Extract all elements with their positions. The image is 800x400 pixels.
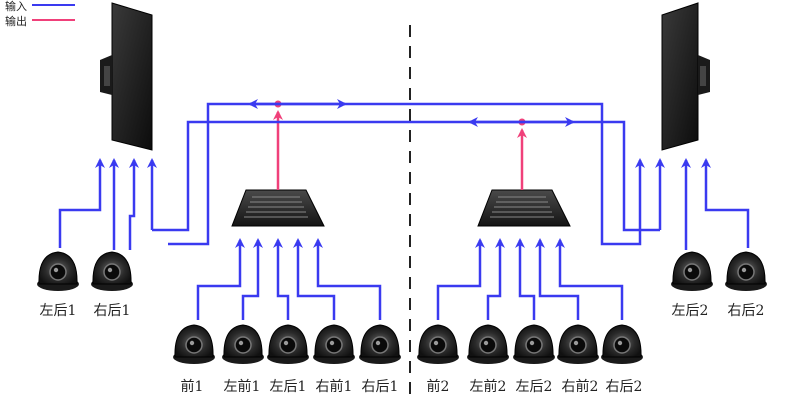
camera-label-left-rear-right-2: 右后1: [361, 379, 399, 395]
left-monitor-icon: [100, 2, 153, 151]
legend-output-label: 输出: [5, 15, 27, 28]
camera-label-left-rear-left-2: 左后1: [269, 379, 307, 395]
right-monitor-icon: [661, 2, 710, 151]
cameras: [37, 251, 767, 364]
camera-label-right-front-left: 左前2: [469, 379, 507, 395]
camera-label-left-rear-left: 左后1: [39, 303, 77, 319]
dome-camera-icon: [725, 251, 767, 291]
camera-label-left-rear-right: 右后1: [93, 303, 131, 319]
dome-camera-icon: [671, 251, 713, 291]
dome-camera-icon: [359, 324, 401, 364]
camera-label-right-front-right: 右前2: [561, 379, 599, 395]
dome-camera-icon: [557, 324, 599, 364]
right-recorder-icon: [477, 189, 571, 227]
output-lines: [273, 110, 527, 190]
dome-camera-icon: [37, 251, 79, 291]
dome-camera-icon: [222, 324, 264, 364]
legend: [32, 4, 75, 21]
left-recorder-icon: [231, 189, 325, 227]
dome-camera-icon: [173, 324, 215, 364]
camera-label-right-rear-right: 右后2: [727, 303, 765, 319]
legend-input-label: 输入: [5, 0, 27, 13]
camera-label-left-front-left: 左前1: [223, 379, 261, 395]
camera-label-left-front-right: 右前1: [315, 379, 353, 395]
dome-camera-icon: [313, 324, 355, 364]
dome-camera-icon: [267, 324, 309, 364]
dome-camera-icon: [467, 324, 509, 364]
dome-camera-icon: [513, 324, 555, 364]
camera-label-right-front: 前2: [426, 379, 450, 395]
dome-camera-icon: [601, 324, 643, 364]
camera-label-left-front: 前1: [180, 379, 204, 395]
camera-label-right-rear-left-2: 左后2: [515, 379, 553, 395]
camera-label-right-rear-left: 左后2: [671, 303, 709, 319]
camera-label-right-rear-right-2: 右后2: [605, 379, 643, 395]
dome-camera-icon: [417, 324, 459, 364]
dome-camera-icon: [91, 251, 133, 291]
input-lines: [58, 99, 750, 320]
